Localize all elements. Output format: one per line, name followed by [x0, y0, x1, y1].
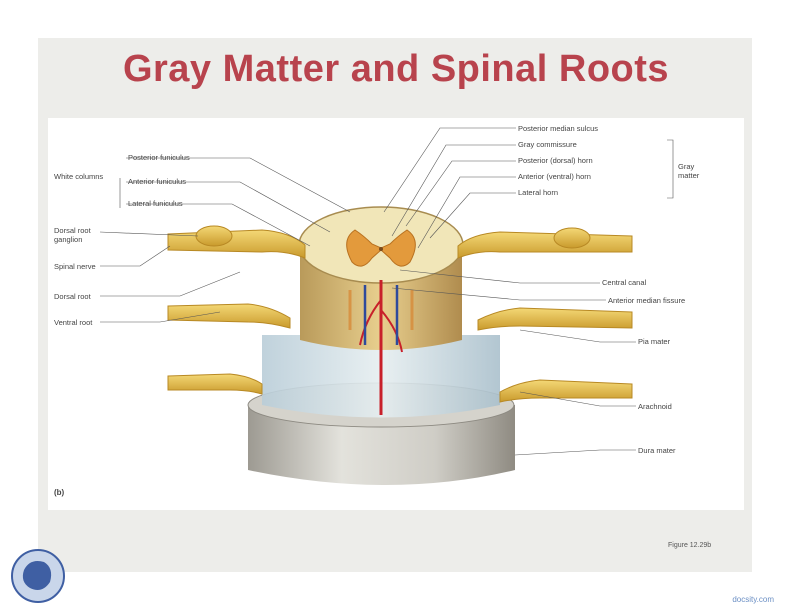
label-dorsal-root: Dorsal root [54, 292, 91, 301]
leader-lines [99, 127, 674, 456]
label-posterior-funiculus: Posterior funiculus [128, 153, 190, 162]
label-arachnoid: Arachnoid [638, 402, 672, 411]
label-ventral-root: Ventral root [54, 318, 93, 327]
left-nerve-middle [167, 303, 291, 329]
label-pia-mater: Pia mater [638, 337, 671, 346]
figure-caption: Figure 12.29b [668, 542, 712, 549]
left-nerve-lower [167, 373, 263, 395]
right-nerve-middle [477, 307, 633, 331]
slide-title: Gray Matter and Spinal Roots [122, 48, 670, 90]
watermark: docsity.com [732, 595, 774, 604]
label-gray-matter: Gray matter [678, 162, 700, 180]
university-logo [11, 549, 65, 603]
label-spinal-nerve: Spinal nerve [54, 262, 96, 271]
label-central-canal: Central canal [602, 278, 647, 287]
figure-tag: (b) [54, 488, 65, 497]
label-anterior-ventral-horn: Anterior (ventral) horn [518, 172, 591, 181]
label-dorsal-root-ganglion: Dorsal root ganglion [54, 226, 91, 244]
label-anterior-median-fissure: Anterior median fissure [608, 296, 686, 305]
dorsal-root-ganglion-left [195, 225, 233, 247]
label-lateral-horn: Lateral horn [518, 188, 559, 197]
label-gray-commissure: Gray commissure [518, 140, 577, 149]
spinal-cord-body [298, 206, 464, 415]
label-white-columns: White columns [54, 172, 104, 181]
label-anterior-funiculus: Anterior funiculus [128, 177, 186, 186]
label-dura-mater: Dura mater [638, 446, 676, 455]
right-nerve-lower [499, 379, 633, 403]
label-lateral-funiculus: Lateral funiculus [128, 199, 183, 208]
dorsal-root-ganglion-right [553, 227, 591, 249]
right-nerve-upper [457, 231, 633, 259]
label-posterior-dorsal-horn: Posterior (dorsal) horn [518, 156, 593, 165]
nerve-roots [167, 225, 633, 403]
left-nerve-upper [167, 229, 306, 259]
label-posterior-median-sulcus: Posterior median sulcus [518, 124, 599, 133]
